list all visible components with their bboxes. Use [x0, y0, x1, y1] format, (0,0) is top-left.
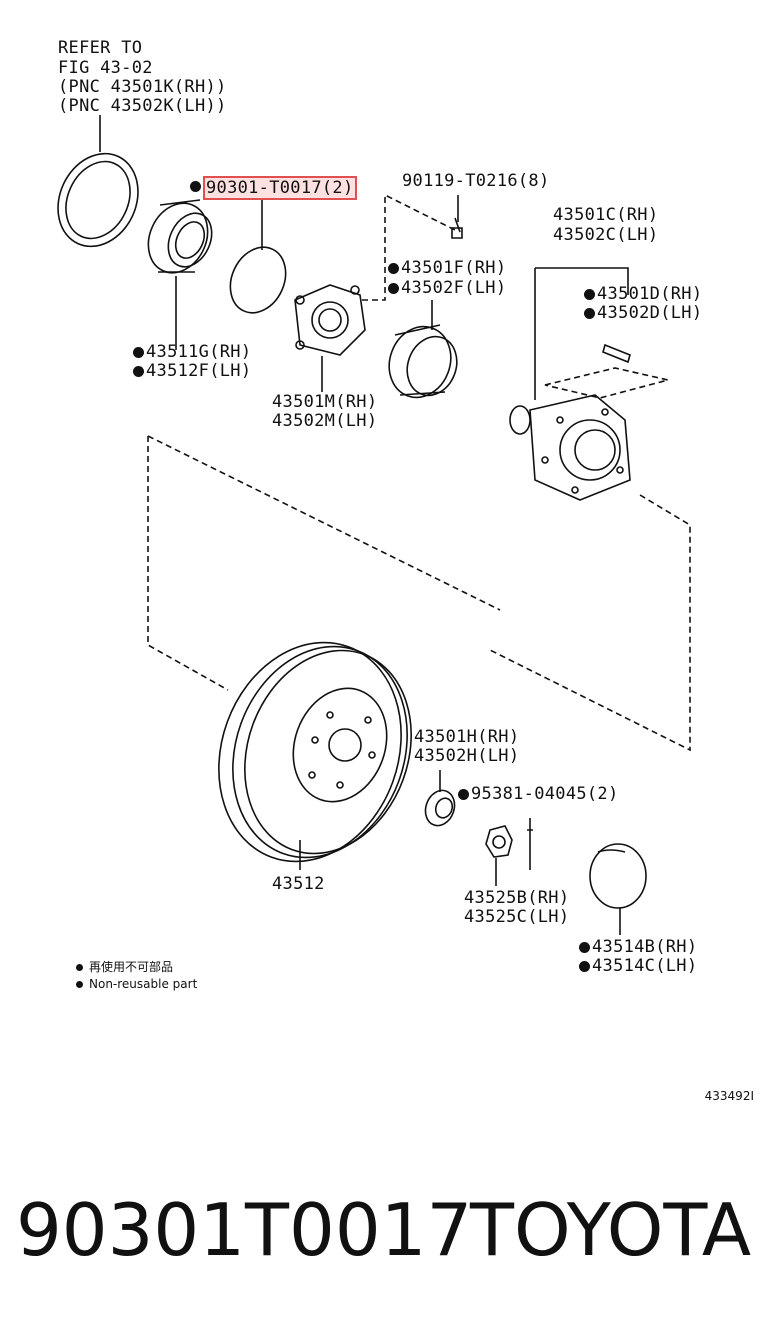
cotter-pin-label[interactable]: 95381-04045(2): [471, 784, 619, 804]
stud-rh-label[interactable]: 43501D(RH): [597, 284, 703, 304]
non-reusable-dot: [388, 283, 399, 294]
legend-dot-icon: [76, 964, 83, 971]
hub-lh-label[interactable]: 43502C(LH): [553, 225, 659, 245]
footer-part-number: 90301T0017: [16, 1188, 473, 1272]
non-reusable-dot: [584, 289, 595, 300]
cotter-pin-drawing: [527, 818, 533, 870]
grease-cap-lh-label[interactable]: 43514C(LH): [592, 956, 698, 976]
legend-chinese-text: 再使用不可部品: [89, 960, 174, 974]
bearing-f-lh-label[interactable]: 43502F(LH): [401, 278, 507, 298]
refer-note-line1: REFER TO: [58, 38, 143, 58]
seal-ring-drawing: [57, 152, 139, 248]
hub-rh-label[interactable]: 43501C(RH): [553, 205, 659, 225]
disc-drawing: [218, 641, 412, 863]
lock-cap-rh-label[interactable]: 43525B(RH): [464, 888, 570, 908]
bearing-drawing: [147, 199, 213, 274]
legend-chinese: 再使用不可部品: [76, 959, 173, 975]
seal-lh-label[interactable]: 43512F(LH): [146, 361, 252, 381]
lock-cap-drawing: [485, 825, 513, 858]
lock-cap-lh-label[interactable]: 43525C(LH): [464, 907, 570, 927]
nut-h-rh-label[interactable]: 43501H(RH): [414, 727, 520, 747]
o-ring-part-label[interactable]: 90301-T0017(2): [203, 176, 357, 200]
non-reusable-dot: [190, 181, 201, 192]
nut-h-lh-label[interactable]: 43502H(LH): [414, 746, 520, 766]
housing-lh-label[interactable]: 43502M(LH): [272, 411, 378, 431]
diagram-code: 433492I: [704, 1089, 754, 1103]
hub-drawing: [509, 394, 631, 501]
grease-cap-drawing: [589, 843, 647, 909]
stud-drawing: [602, 343, 631, 364]
grease-cap-rh-label[interactable]: 43514B(RH): [592, 937, 698, 957]
bolt-part-label[interactable]: 90119-T0216(8): [402, 171, 550, 191]
legend-english: Non-reusable part: [76, 976, 197, 992]
bolt-drawing: [451, 217, 463, 239]
o-ring-drawing: [229, 246, 287, 314]
non-reusable-dot: [584, 308, 595, 319]
disc-label[interactable]: 43512: [272, 874, 325, 894]
refer-note-line4: (PNC 43502K(LH)): [58, 96, 227, 116]
non-reusable-dot: [388, 263, 399, 274]
seal-rh-label[interactable]: 43511G(RH): [146, 342, 252, 362]
legend-dot-icon: [76, 981, 83, 988]
bearing-f-drawing: [388, 324, 458, 399]
housing-rh-label[interactable]: 43501M(RH): [272, 392, 378, 412]
nut-drawing: [424, 789, 456, 827]
footer-brand: TOYOTA: [470, 1188, 752, 1272]
refer-note-line2: FIG 43-02: [58, 58, 153, 78]
non-reusable-dot: [458, 789, 469, 800]
non-reusable-dot: [133, 366, 144, 377]
non-reusable-dot: [579, 942, 590, 953]
housing-drawing: [294, 284, 366, 356]
non-reusable-dot: [579, 961, 590, 972]
refer-note-line3: (PNC 43501K(RH)): [58, 77, 227, 97]
non-reusable-dot: [133, 347, 144, 358]
legend-english-text: Non-reusable part: [89, 977, 198, 991]
stud-lh-label[interactable]: 43502D(LH): [597, 303, 703, 323]
bearing-f-rh-label[interactable]: 43501F(RH): [401, 258, 507, 278]
